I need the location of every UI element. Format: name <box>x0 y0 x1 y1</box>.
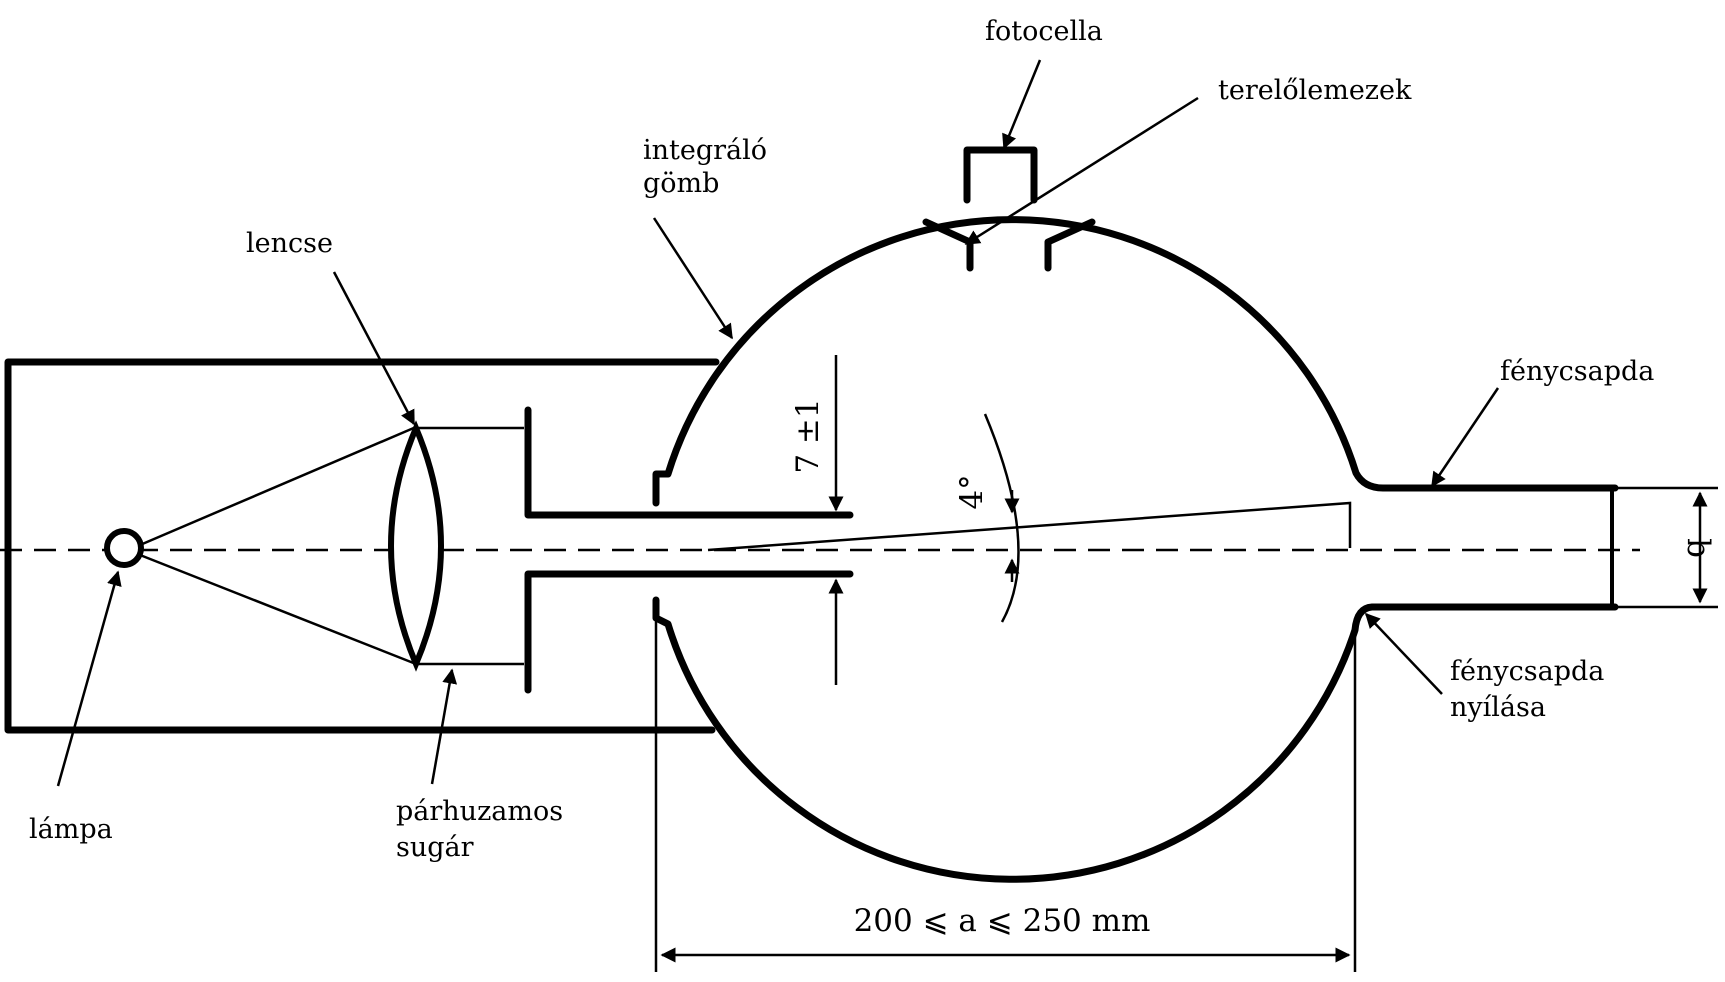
label-lencse: lencse <box>246 228 333 259</box>
label-fenycsapda-nyilasa-line1: fénycsapda <box>1450 656 1604 687</box>
label-fenycsapda-nyilasa-line2: nyílása <box>1450 692 1546 723</box>
label-lampa: lámpa <box>29 814 113 845</box>
label-fotocella: fotocella <box>985 16 1103 47</box>
lamp <box>104 528 144 568</box>
dim-gap: 7 ±1 <box>790 398 826 473</box>
dim-a: 200 ⩽ a ⩽ 250 mm <box>854 903 1151 939</box>
photocell <box>963 146 1038 204</box>
light-ray-upper <box>139 425 417 547</box>
label-integralo-line1: integráló <box>643 135 767 166</box>
label-fenycsapda: fénycsapda <box>1500 356 1654 387</box>
leader-fenycsapda-nyilasa <box>1364 612 1443 695</box>
baffle-right <box>1044 218 1096 272</box>
aperture-tube-upper <box>524 406 854 519</box>
leader-parhuzamos <box>430 668 458 785</box>
leader-lampa <box>56 570 122 787</box>
lens <box>388 420 444 672</box>
angle-arc <box>983 413 1020 623</box>
integrating-sphere-lower <box>652 596 1619 883</box>
label-integralo-line2: gömb <box>643 168 719 199</box>
light-ray-lower <box>139 553 417 666</box>
leader-fenycsapda <box>1430 387 1500 488</box>
dim-b: b <box>1680 538 1716 558</box>
leader-integralo <box>652 217 734 340</box>
dim-angle: 4° <box>954 474 990 509</box>
label-parhuzamos-line2: sugár <box>396 832 474 863</box>
beam-wedge <box>707 501 1352 552</box>
leader-fotocella <box>1002 59 1042 150</box>
label-parhuzamos-line1: párhuzamos <box>396 796 563 827</box>
lamp-housing <box>4 358 720 734</box>
leader-terelolemezek <box>964 96 1199 246</box>
aperture-tube-lower <box>524 570 854 694</box>
leader-lencse <box>332 271 416 426</box>
label-terelolemezek: terelőlemezek <box>1218 75 1412 106</box>
